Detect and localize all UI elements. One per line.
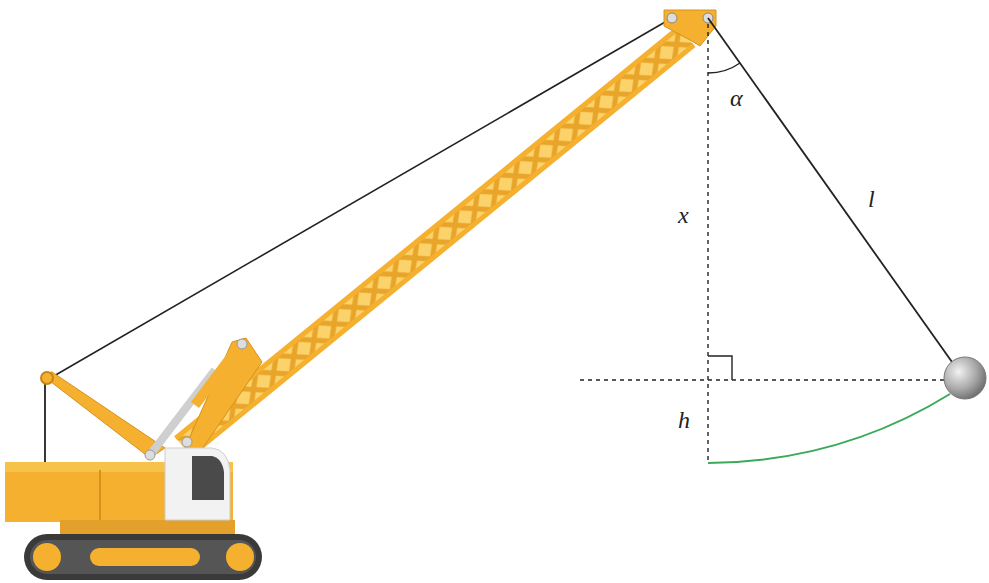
gantry-strut [42, 372, 165, 458]
cab [165, 448, 230, 520]
length-label: l [866, 186, 877, 212]
support-cable [47, 18, 672, 380]
crawler-track-inner [30, 540, 256, 574]
pulley [667, 13, 677, 23]
length-label: x [676, 202, 691, 228]
angle-arc [708, 63, 740, 73]
crane-boom [174, 25, 695, 458]
gantry-line [44, 382, 46, 464]
horizontal-reference [580, 379, 945, 380]
swing-path [708, 394, 950, 463]
pin [145, 450, 155, 460]
right-angle-mark [708, 356, 732, 380]
angle-label: α [728, 85, 745, 111]
pin [237, 339, 247, 349]
track-wheel [33, 543, 61, 571]
pendulum-cable [708, 18, 952, 362]
hydraulic-mount [185, 338, 262, 455]
height-label: h [676, 407, 692, 433]
track-frame [90, 548, 200, 566]
hydraulic-piston [150, 370, 215, 455]
track-wheel [226, 543, 254, 571]
hydraulic-cylinder [195, 345, 240, 405]
pin [41, 372, 53, 384]
cab-window [192, 456, 224, 500]
crane-base [60, 520, 235, 534]
wrecking-ball [944, 357, 986, 399]
vertical-reference [707, 24, 708, 462]
crawler-track [24, 534, 262, 580]
pin [182, 437, 192, 447]
